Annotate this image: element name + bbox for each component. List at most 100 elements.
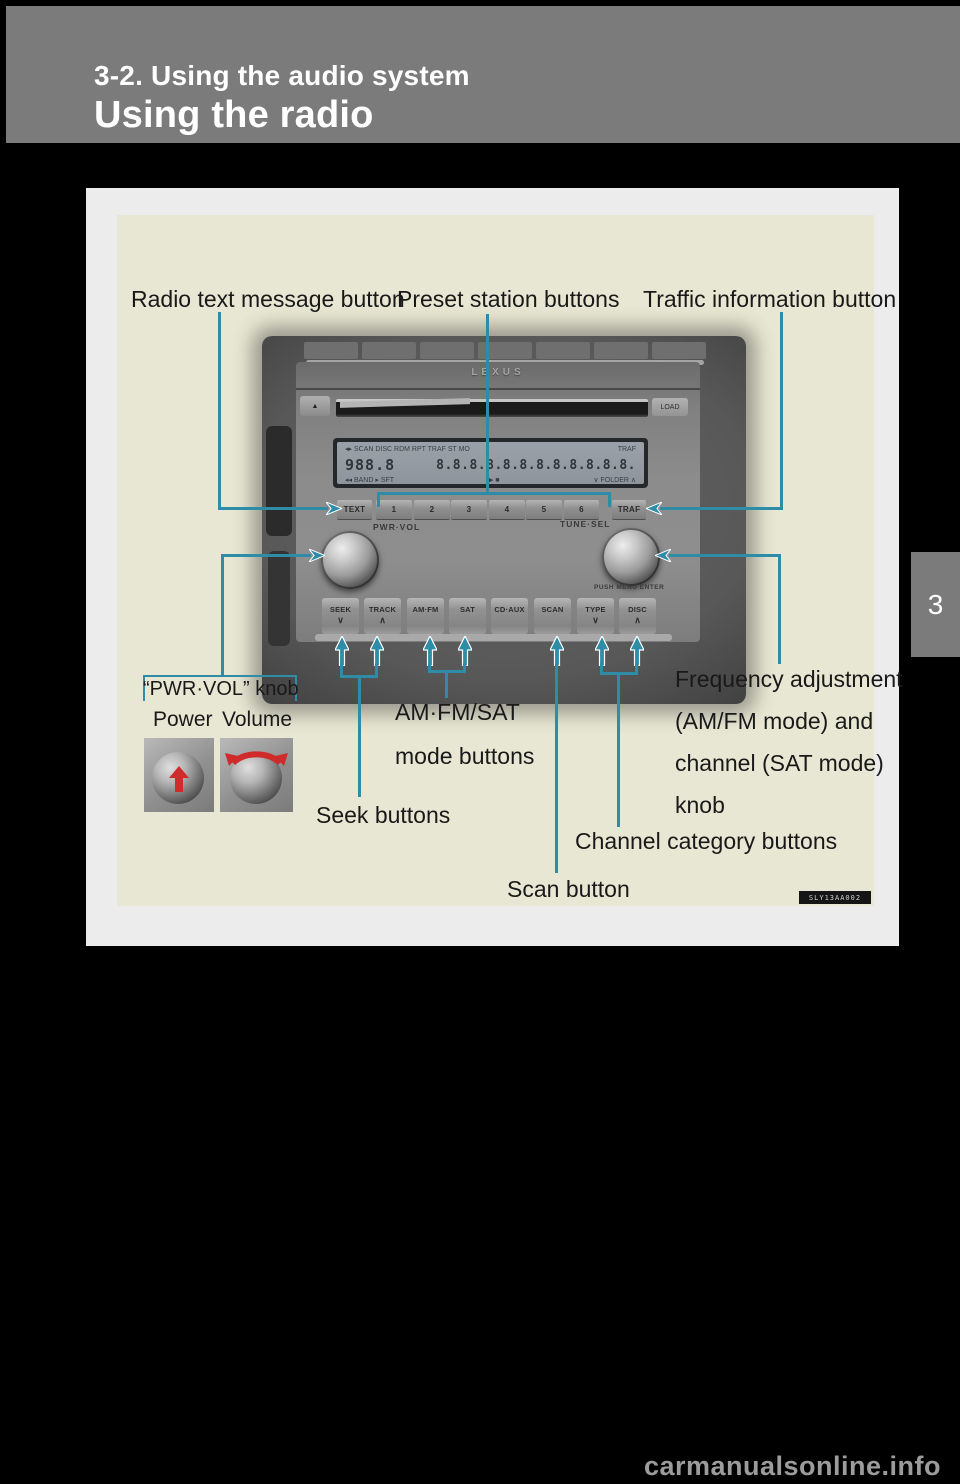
volume-knob-image	[220, 738, 293, 812]
preset-4-label: 4	[504, 505, 510, 514]
radio-faceplate: LEXUS ▲ LOAD ◂▸ SCAN DISC RDM RPT TRAF S…	[296, 362, 700, 642]
top-button	[594, 342, 648, 359]
preset-button-4: 4	[489, 500, 525, 520]
text-button-label: TEXT	[343, 505, 366, 514]
traf-button-label: TRAF	[617, 505, 641, 514]
preset-button-3: 3	[451, 500, 487, 520]
red-up-arrow-icon	[169, 766, 189, 792]
lcd-frequency-digits: 988.8	[345, 456, 396, 474]
arrow-right-icon	[309, 549, 325, 562]
arrow-up-icon	[595, 636, 609, 666]
callout-stem-channel	[617, 672, 620, 827]
callout-line-pwr-vol	[221, 554, 224, 676]
scan-label: SCAN	[541, 605, 564, 614]
track-up-icon: ∧	[379, 615, 386, 625]
pwr-vol-box-border	[143, 675, 297, 677]
top-button	[536, 342, 590, 359]
callout-bracket-amfmsat	[463, 663, 466, 673]
load-button: LOAD	[652, 398, 688, 416]
arrow-up-icon	[423, 636, 437, 666]
callout-line-traffic	[780, 312, 783, 510]
page-title: Using the radio	[94, 94, 374, 136]
callout-stem-scan	[555, 663, 558, 873]
top-button	[478, 342, 532, 359]
label-traffic-information-button: Traffic information button	[643, 286, 897, 312]
type-button: TYPE∨	[577, 598, 614, 634]
preset-5-label: 5	[541, 505, 547, 514]
seek-label: SEEK	[329, 605, 352, 614]
track-button: TRACK∧	[364, 598, 401, 634]
preset-2-label: 2	[429, 505, 435, 514]
label-am-fm-sat-2: mode buttons	[395, 743, 535, 769]
am-fm-label: AM·FM	[412, 605, 439, 614]
preset-1-label: 1	[391, 505, 397, 514]
figure-code-badge: SLY13AA002	[799, 891, 871, 904]
tune-sel-knob-label: TUNE·SEL	[560, 519, 611, 529]
preset-button-2: 2	[414, 500, 450, 520]
preset-button-1: 1	[376, 500, 412, 520]
callout-stem-amfmsat	[445, 670, 448, 698]
callout-line-frequency	[778, 554, 781, 664]
preset-button-6: 6	[564, 500, 599, 520]
dash-trim	[268, 551, 290, 646]
lexus-logo: LEXUS	[471, 367, 525, 378]
chapter-number: 3	[927, 588, 944, 620]
label-preset-station-buttons: Preset station buttons	[397, 286, 620, 312]
callout-bracket-channel	[635, 663, 638, 675]
cd-aux-button: CD·AUX	[491, 598, 528, 634]
label-power: Power	[153, 708, 213, 731]
callout-bracket-seek	[375, 663, 378, 678]
scan-button: SCAN	[534, 598, 571, 634]
arrow-up-icon	[550, 636, 564, 666]
section-heading: 3-2. Using the audio system	[94, 60, 470, 91]
callout-line-traffic	[660, 507, 783, 510]
lcd-status-icons: ◂▸ SCAN DISC RDM RPT TRAF ST MO	[345, 446, 470, 453]
disc-label: DISC	[628, 605, 647, 614]
arrow-up-icon	[335, 636, 349, 666]
red-rotate-arrow-icon	[225, 751, 288, 766]
faceplate-groove	[296, 388, 700, 390]
arrow-up-icon	[370, 636, 384, 666]
pwr-vol-box-border	[295, 675, 297, 701]
label-radio-text-message-button: Radio text message button	[131, 286, 405, 312]
figure-code: SLY13AA002	[808, 893, 862, 902]
arrow-left-icon	[646, 502, 662, 515]
lcd-display: ◂▸ SCAN DISC RDM RPT TRAF ST MO TRAF 988…	[333, 438, 648, 488]
callout-stem-seek	[358, 675, 361, 797]
tune-sel-knob	[602, 528, 660, 586]
dash-trim	[266, 426, 292, 536]
eject-button: ▲	[300, 396, 330, 416]
am-fm-button: AM·FM	[407, 598, 444, 634]
label-volume: Volume	[222, 708, 293, 731]
callout-bracket-amfmsat	[428, 663, 431, 673]
callout-line-preset	[486, 314, 489, 494]
radio-photo: LEXUS ▲ LOAD ◂▸ SCAN DISC RDM RPT TRAF S…	[262, 336, 746, 704]
faceplate-ledge	[315, 634, 672, 641]
lcd-band-icons: ◂◂ BAND ▸ SFT	[345, 477, 395, 484]
lcd-folder-icons: ∨ FOLDER ∧	[593, 477, 636, 484]
callout-line-radio-text	[218, 507, 328, 510]
eject-icon: ▲	[311, 402, 319, 410]
seek-button: SEEK∨	[322, 598, 359, 634]
preset-6-label: 6	[579, 505, 584, 514]
pwr-vol-knob-label: PWR·VOL	[373, 522, 421, 532]
sat-label: SAT	[459, 605, 476, 614]
preset-3-label: 3	[466, 505, 472, 514]
label-am-fm-sat-1: AM·FM/SAT	[395, 699, 520, 725]
callout-line-frequency	[669, 554, 781, 557]
callout-bracket-preset	[377, 492, 380, 507]
label-scan-button: Scan button	[507, 876, 630, 902]
watermark-link[interactable]: carmanualsonline.info	[643, 1451, 941, 1481]
type-label: TYPE	[585, 605, 606, 614]
lcd-segment-digits: 8.8.8.8.8.8.8.8.8.8.8.8.	[436, 457, 636, 473]
top-button	[420, 342, 474, 359]
callout-line-radio-text	[218, 312, 221, 510]
callout-line-pwr-vol	[221, 554, 311, 557]
top-buttons-strip	[304, 342, 706, 359]
chapter-tab: 3	[911, 552, 960, 657]
preset-button-5: 5	[526, 500, 562, 520]
type-down-icon: ∨	[592, 615, 599, 625]
lcd-traf-indicator: TRAF	[617, 446, 636, 453]
label-frequency-3: channel (SAT mode)	[675, 750, 884, 776]
